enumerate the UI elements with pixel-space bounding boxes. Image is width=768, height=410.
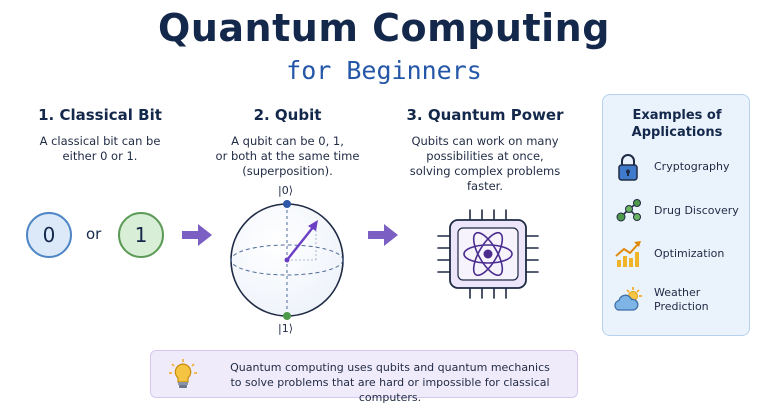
application-label-line: Weather (654, 286, 701, 299)
section-title: 3. Quantum Power (406, 106, 564, 124)
or-label: or (86, 225, 102, 243)
application-label-line: Optimization (654, 247, 725, 260)
molecule-icon (616, 199, 641, 222)
application-label: Drug Discovery (654, 204, 739, 218)
bit-zero-circle: 0 (26, 212, 72, 258)
page-subtitle: for Beginners (286, 56, 482, 85)
section-classical-bit: 1. Classical Bit A classical bit can be … (20, 106, 180, 164)
weather-icon (614, 287, 642, 311)
section-body: A classical bit can be either 0 or 1. (20, 134, 180, 164)
application-item-weather-prediction: Weather Prediction (612, 283, 746, 317)
arrow-right-icon (368, 224, 398, 246)
section-body-line: (superposition). (242, 164, 333, 178)
application-item-cryptography: Cryptography (612, 150, 746, 184)
applications-title: Examples of Applications (603, 107, 751, 141)
growth-chart-icon (615, 241, 641, 267)
section-body-line: faster. (467, 179, 503, 193)
section-body-line: solving complex problems (409, 164, 561, 178)
bloch-sphere-icon (230, 200, 344, 320)
summary-note-line: Quantum computing uses qubits and quantu… (230, 361, 550, 374)
section-body-line: Qubits can work on many (411, 134, 559, 148)
lightbulb-icon (169, 359, 197, 388)
arrow-right-icon (182, 224, 212, 246)
applications-title-line: Applications (631, 125, 723, 140)
section-body-line: or both at the same time (215, 149, 360, 163)
section-body-line: A classical bit can be (39, 134, 161, 148)
ket-one-label: |1⟩ (278, 322, 293, 335)
application-label-line: Drug Discovery (654, 204, 739, 217)
summary-note: Quantum computing uses qubits and quantu… (150, 350, 578, 404)
applications-title-line: Examples of (632, 108, 722, 123)
section-body: A qubit can be 0, 1, or both at the same… (215, 134, 360, 179)
application-item-optimization: Optimization (612, 237, 746, 271)
section-body-line: A qubit can be 0, 1, (231, 134, 344, 148)
section-title: 1. Classical Bit (38, 106, 162, 124)
section-quantum-power: 3. Quantum Power Qubits can work on many… (400, 106, 570, 194)
application-label-line: Prediction (654, 300, 709, 313)
application-label: Cryptography (654, 160, 729, 174)
section-body-line: possibilities at once, (426, 149, 544, 163)
application-label-line: Cryptography (654, 160, 730, 173)
application-label: Weather Prediction (654, 286, 709, 314)
section-qubit: 2. Qubit A qubit can be 0, 1, or both at… (215, 106, 360, 179)
summary-note-line: to solve problems that are hard or impos… (230, 376, 550, 404)
application-label: Optimization (654, 247, 724, 261)
section-body: Qubits can work on many possibilities at… (400, 134, 570, 194)
quantum-chip-icon (437, 209, 539, 299)
bit-one-circle: 1 (118, 212, 164, 258)
application-item-drug-discovery: Drug Discovery (612, 194, 746, 228)
summary-note-text: Quantum computing uses qubits and quantu… (211, 360, 569, 405)
page-title: Quantum Computing (158, 6, 610, 50)
section-body-line: either 0 or 1. (62, 149, 138, 163)
lock-icon (618, 154, 638, 181)
section-title: 2. Qubit (253, 106, 322, 124)
ket-zero-label: |0⟩ (278, 184, 293, 197)
